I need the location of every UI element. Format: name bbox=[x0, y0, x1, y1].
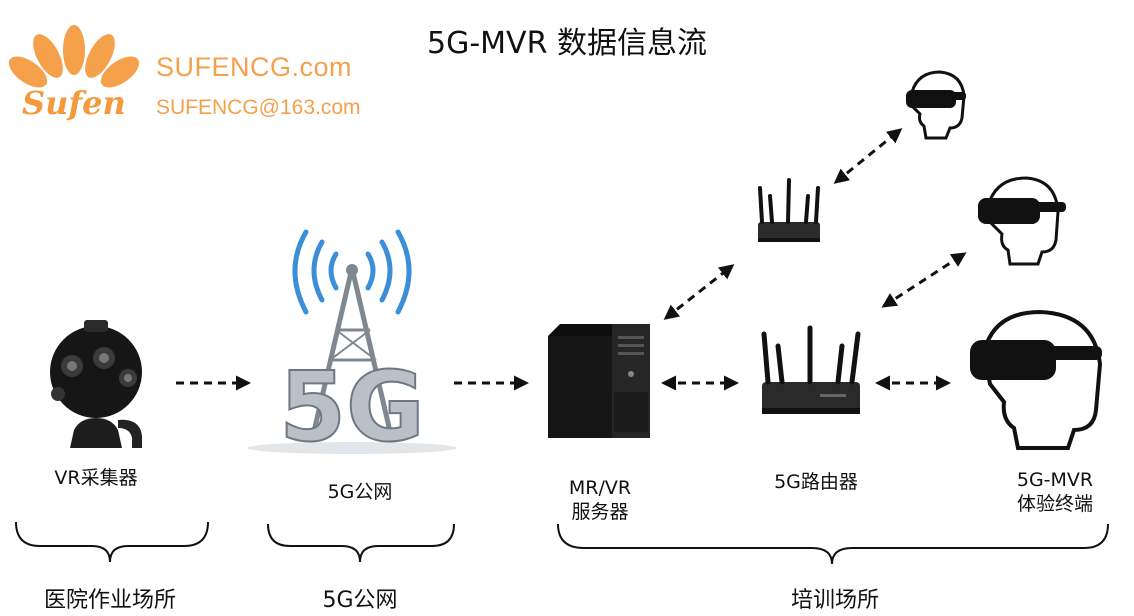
diagram-title: 5G-MVR 数据信息流 bbox=[427, 26, 707, 61]
flow-arrows bbox=[176, 128, 967, 391]
brace-training bbox=[557, 523, 1109, 565]
brand-site: SUFENCG.com bbox=[156, 52, 353, 82]
group-label-hospital: 医院作业场所 bbox=[43, 588, 176, 613]
brand-email: SUFENCG@163.com bbox=[156, 96, 361, 119]
arrow-small-router-headset bbox=[833, 128, 903, 184]
flower-logo-icon bbox=[8, 25, 140, 88]
label-vr-capture: VR采集器 bbox=[54, 467, 138, 489]
label-5g-public: 5G公网 bbox=[327, 481, 393, 503]
server-icon bbox=[548, 324, 650, 438]
logo-word: Sufen bbox=[22, 84, 126, 122]
5g-tower-icon: 5G bbox=[247, 229, 457, 464]
group-braces bbox=[15, 521, 1109, 565]
brace-5g bbox=[267, 523, 455, 563]
group-label-training: 培训场所 bbox=[790, 588, 879, 613]
vr-headset-head-large-icon bbox=[970, 309, 1103, 450]
vr-headset-head-medium-icon bbox=[978, 176, 1066, 266]
group-label-5g: 5G公网 bbox=[322, 588, 398, 613]
arrow-server-small-router bbox=[663, 264, 735, 320]
arrow-router-headset bbox=[881, 252, 967, 308]
sufen-logo bbox=[0, 20, 150, 130]
label-server-line2: 服务器 bbox=[571, 501, 629, 523]
brace-hospital bbox=[15, 521, 209, 563]
label-terminal-line2: 体验终端 bbox=[1016, 493, 1093, 515]
label-router: 5G路由器 bbox=[774, 471, 858, 493]
router-large-icon bbox=[761, 325, 861, 414]
vr-headset-head-small-icon bbox=[906, 70, 966, 140]
label-server-line1: MR/VR bbox=[568, 477, 632, 499]
svg-text:5G: 5G bbox=[279, 351, 425, 463]
router-small-icon bbox=[758, 178, 820, 242]
label-server: MR/VR 服务器 bbox=[540, 476, 660, 524]
label-terminal-line1: 5G-MVR bbox=[1016, 469, 1094, 491]
vr-camera-icon bbox=[50, 320, 142, 448]
label-terminal: 5G-MVR 体验终端 bbox=[990, 468, 1120, 516]
